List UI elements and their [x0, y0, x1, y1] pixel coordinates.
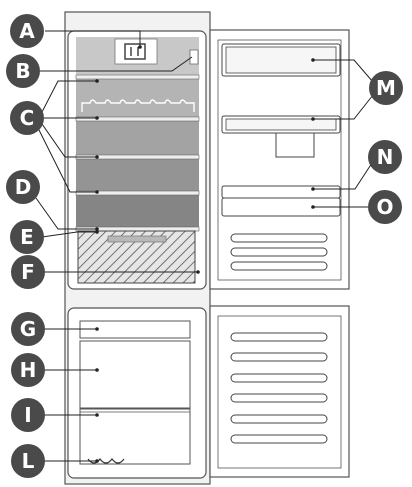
callout-g-label: G	[20, 317, 36, 341]
freezer-vent-2	[230, 352, 328, 362]
callout-f: F	[11, 255, 45, 289]
wave-rack	[81, 99, 195, 112]
callout-c-label: C	[20, 106, 35, 130]
freezer-vent-6	[230, 434, 328, 444]
freezer-drawer-middle	[79, 340, 191, 409]
callout-i: I	[11, 398, 45, 432]
fridge-door	[209, 29, 350, 290]
callout-l-label: L	[22, 449, 35, 473]
callout-m: M	[369, 71, 403, 105]
callout-o-label: O	[376, 195, 393, 219]
ice-tray	[87, 458, 125, 464]
callout-f-label: F	[21, 260, 35, 284]
door-vent-3	[230, 261, 328, 271]
freezer-door	[209, 305, 350, 478]
callout-m-label: M	[376, 76, 396, 100]
callout-h: H	[11, 353, 45, 387]
freezer-drawer-bottom	[79, 408, 191, 465]
freezer-vent-5	[230, 414, 328, 424]
callout-b: B	[6, 54, 40, 88]
door-vent-2	[230, 247, 328, 257]
door-vent-1	[230, 233, 328, 243]
callout-i-label: I	[24, 403, 31, 427]
freezer-vent-1	[230, 332, 328, 342]
callout-b-label: B	[15, 59, 30, 83]
freezer-vent-4	[230, 393, 328, 403]
callout-a-label: A	[19, 19, 35, 43]
callout-g: G	[11, 312, 45, 346]
callout-e-label: E	[20, 225, 34, 249]
shelf-2	[75, 116, 200, 122]
thermostat-knob	[124, 43, 146, 60]
callout-n: N	[368, 140, 402, 174]
thermostat-panel	[114, 38, 158, 65]
door-shelf-n	[221, 185, 341, 199]
fridge-section-2	[76, 78, 199, 118]
callout-l: L	[11, 444, 45, 478]
freezer-compartment	[67, 307, 207, 479]
callout-c: C	[10, 101, 44, 135]
callout-n-label: N	[377, 145, 394, 169]
callout-a: A	[10, 14, 44, 48]
shelf-1	[75, 74, 200, 80]
callout-d: D	[6, 170, 40, 204]
callout-o: O	[368, 190, 402, 224]
freezer-vent-3	[230, 373, 328, 383]
freezer-door-outline	[209, 305, 350, 478]
fridge-section-4	[76, 159, 199, 192]
callout-h-label: H	[20, 358, 37, 382]
callout-e: E	[10, 220, 44, 254]
shelf-4	[75, 190, 200, 196]
leader-lines	[35, 30, 374, 462]
interior-light	[189, 49, 199, 65]
cabinet	[64, 11, 211, 485]
fridge-compartment	[67, 30, 207, 290]
callout-d-label: D	[15, 175, 32, 199]
crisper-handle	[107, 235, 167, 243]
leader-dots	[95, 45, 315, 463]
fridge-section-3	[76, 121, 199, 156]
fridge-section-5	[76, 195, 199, 227]
egg-holder	[275, 132, 315, 158]
